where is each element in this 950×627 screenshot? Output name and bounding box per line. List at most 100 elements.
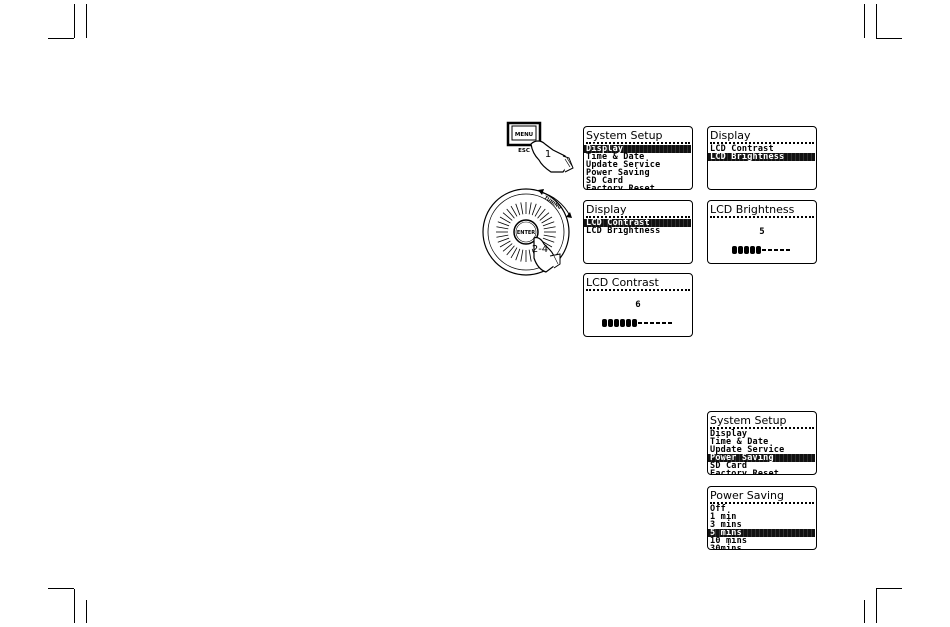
contrast-value: 6 [635, 300, 641, 310]
menu-item: 3 mins [710, 520, 742, 530]
knob-tick [542, 221, 555, 227]
level-segment-empty [662, 322, 666, 324]
step-2-4-label: 2-4 [532, 244, 548, 255]
level-segment-filled [620, 319, 625, 327]
level-segment-empty [650, 322, 654, 324]
screen-title: Display [586, 203, 627, 216]
lcd-screen-brightness: LCD Brightness 5 [707, 200, 817, 264]
menu-item: 1 min [710, 512, 737, 522]
enter-button-label: ENTER [517, 230, 535, 236]
menu-button[interactable] [511, 125, 537, 141]
knob-tick [510, 205, 518, 217]
menu-item: 5 mins [708, 529, 815, 537]
knob-tick [539, 212, 550, 221]
knob-tick [528, 202, 532, 215]
level-segment-filled [744, 246, 749, 254]
menu-item: Power Saving [708, 454, 815, 462]
level-segment-filled [732, 246, 737, 254]
tuning-knob-illustration: ENTER TUNING 2-4 [482, 188, 572, 276]
knob-tick [528, 249, 532, 262]
screen-title: System Setup [586, 129, 663, 142]
level-segment-empty [638, 322, 642, 324]
step-1-label: 1 [545, 149, 551, 160]
level-segment-filled [750, 246, 755, 254]
menu-item: 10 mins [710, 536, 748, 546]
esc-label: ESC [518, 148, 530, 154]
knob-tick [520, 249, 524, 262]
level-segment-empty [668, 322, 672, 324]
level-segment-empty [656, 322, 660, 324]
menu-item: SD Card [586, 176, 624, 186]
lcd-screen-contrast: LCD Contrast 6 [583, 273, 693, 337]
menu-item: 30mins [710, 544, 742, 550]
knob-tick [537, 208, 546, 219]
menu-item: SD Card [710, 461, 748, 471]
knob-tick [543, 226, 556, 230]
menu-item: Off [710, 504, 726, 514]
screen-title: Power Saving [710, 489, 784, 502]
menu-item: Update Service [586, 160, 661, 170]
menu-item: Factory Reset [586, 184, 656, 190]
level-segment-filled [602, 319, 607, 327]
level-segment-empty [644, 322, 648, 324]
menu-item: LCD Contrast [584, 219, 691, 227]
knob-tick [499, 216, 511, 224]
level-segment-filled [756, 246, 761, 254]
level-segment-empty [780, 249, 784, 251]
menu-item: Update Service [710, 445, 785, 455]
menu-item: Factory Reset [710, 469, 780, 475]
menu-item: Display [710, 429, 748, 439]
level-segment-empty [768, 249, 772, 251]
knob-tick [543, 234, 556, 238]
knob-tick [515, 203, 521, 216]
menu-item: Time & Date [586, 152, 645, 162]
knob-tick [541, 216, 553, 224]
menu-item: Display [584, 145, 691, 153]
screen-title: Display [710, 129, 751, 142]
menu-item: LCD Brightness [708, 153, 815, 161]
level-segment-filled [608, 319, 613, 327]
level-segment-empty [774, 249, 778, 251]
knob-tick [497, 221, 510, 227]
knob-tick [497, 237, 510, 243]
enter-button[interactable] [513, 219, 539, 245]
menu-item: Power Saving [586, 168, 650, 178]
menu-item: LCD Contrast [710, 144, 774, 154]
knob-tick [531, 203, 537, 216]
knob-tick [510, 247, 518, 259]
screen-title: System Setup [710, 414, 787, 427]
level-segment-empty [762, 249, 766, 251]
knob-tick [496, 234, 509, 238]
level-segment-filled [614, 319, 619, 327]
brightness-level-bar [708, 246, 816, 254]
knob-tick [542, 237, 555, 243]
menu-item: LCD Brightness [586, 226, 661, 236]
menu-button-label: MENU [515, 132, 533, 138]
knob-tick [534, 205, 542, 217]
level-segment-empty [786, 249, 790, 251]
level-segment-filled [626, 319, 631, 327]
knob-tick [520, 202, 524, 215]
knob-tick [502, 212, 513, 221]
knob-tick [499, 240, 511, 248]
screen-title: LCD Brightness [710, 203, 795, 216]
menu-button-illustration: MENU ESC 1 [506, 121, 574, 173]
level-segment-filled [738, 246, 743, 254]
knob-tick [496, 226, 509, 230]
knob-tick [502, 243, 513, 252]
brightness-value: 5 [759, 227, 765, 237]
knob-tick [506, 208, 515, 219]
screen-title: LCD Contrast [586, 276, 659, 289]
contrast-level-bar [584, 319, 692, 327]
knob-tick [515, 248, 521, 261]
